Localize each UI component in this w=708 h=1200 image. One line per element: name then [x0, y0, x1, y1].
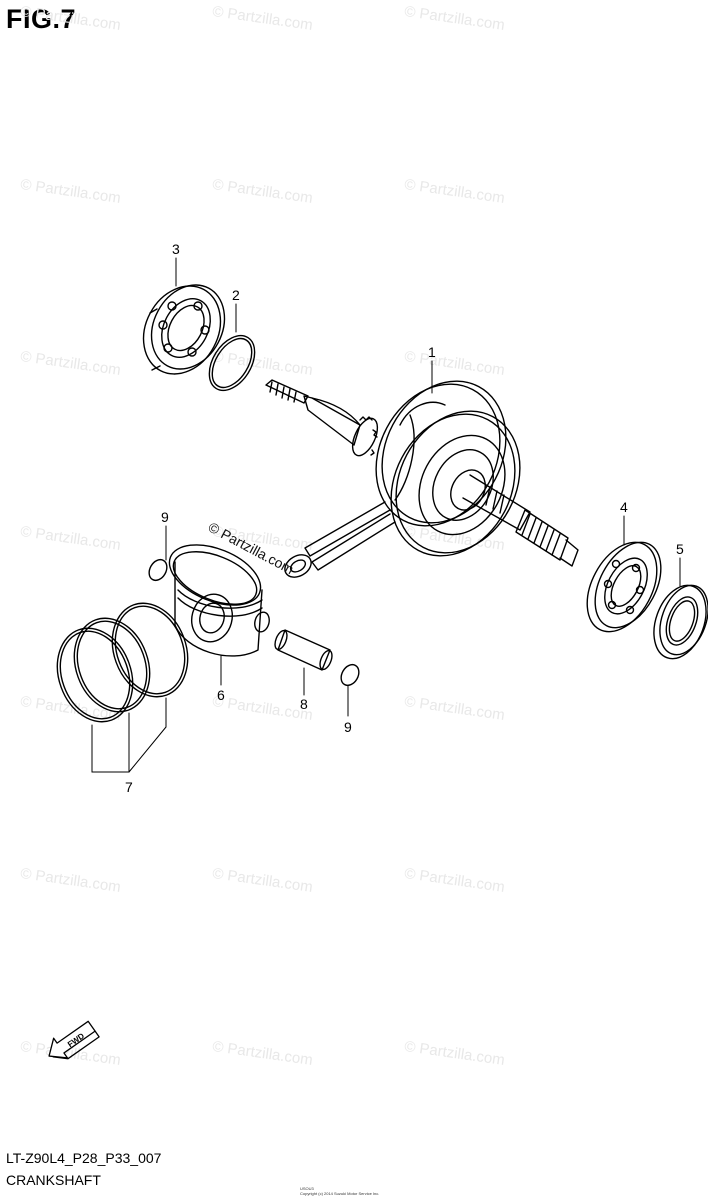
crankshaft-part-1[interactable] [265, 359, 579, 581]
callout-labels: 3 2 1 4 5 9 6 8 9 7 [125, 241, 684, 795]
leader-lines [91, 257, 681, 773]
piston-pin-part-8[interactable] [273, 629, 335, 671]
clip-part-9-lower[interactable] [338, 661, 363, 688]
callout-8: 8 [300, 696, 308, 712]
bearing-part-4[interactable] [573, 531, 674, 644]
callout-9-upper: 9 [161, 509, 169, 525]
bearing-part-3[interactable] [129, 272, 239, 387]
callout-7: 7 [125, 779, 133, 795]
callout-9-lower: 9 [344, 719, 352, 735]
diagram-name: CRANKSHAFT [6, 1172, 101, 1188]
callout-5: 5 [676, 541, 684, 557]
clip-part-9-upper[interactable] [146, 556, 171, 583]
piston-rings-part-7[interactable] [45, 593, 200, 733]
diagram-code: LT-Z90L4_P28_P33_007 [6, 1150, 162, 1166]
callout-4: 4 [620, 499, 628, 515]
ring-part-2[interactable] [200, 327, 264, 398]
fine-print: USOU3 Copyright (c) 2014 Suzuki Motor Se… [300, 1186, 380, 1196]
callout-6: 6 [217, 687, 225, 703]
callout-1: 1 [428, 344, 436, 360]
callout-2: 2 [232, 287, 240, 303]
fwd-arrow-icon [48, 1020, 100, 1060]
seal-part-5[interactable] [644, 578, 708, 666]
figure-title: FIG.7 [6, 4, 77, 34]
callout-3: 3 [172, 241, 180, 257]
